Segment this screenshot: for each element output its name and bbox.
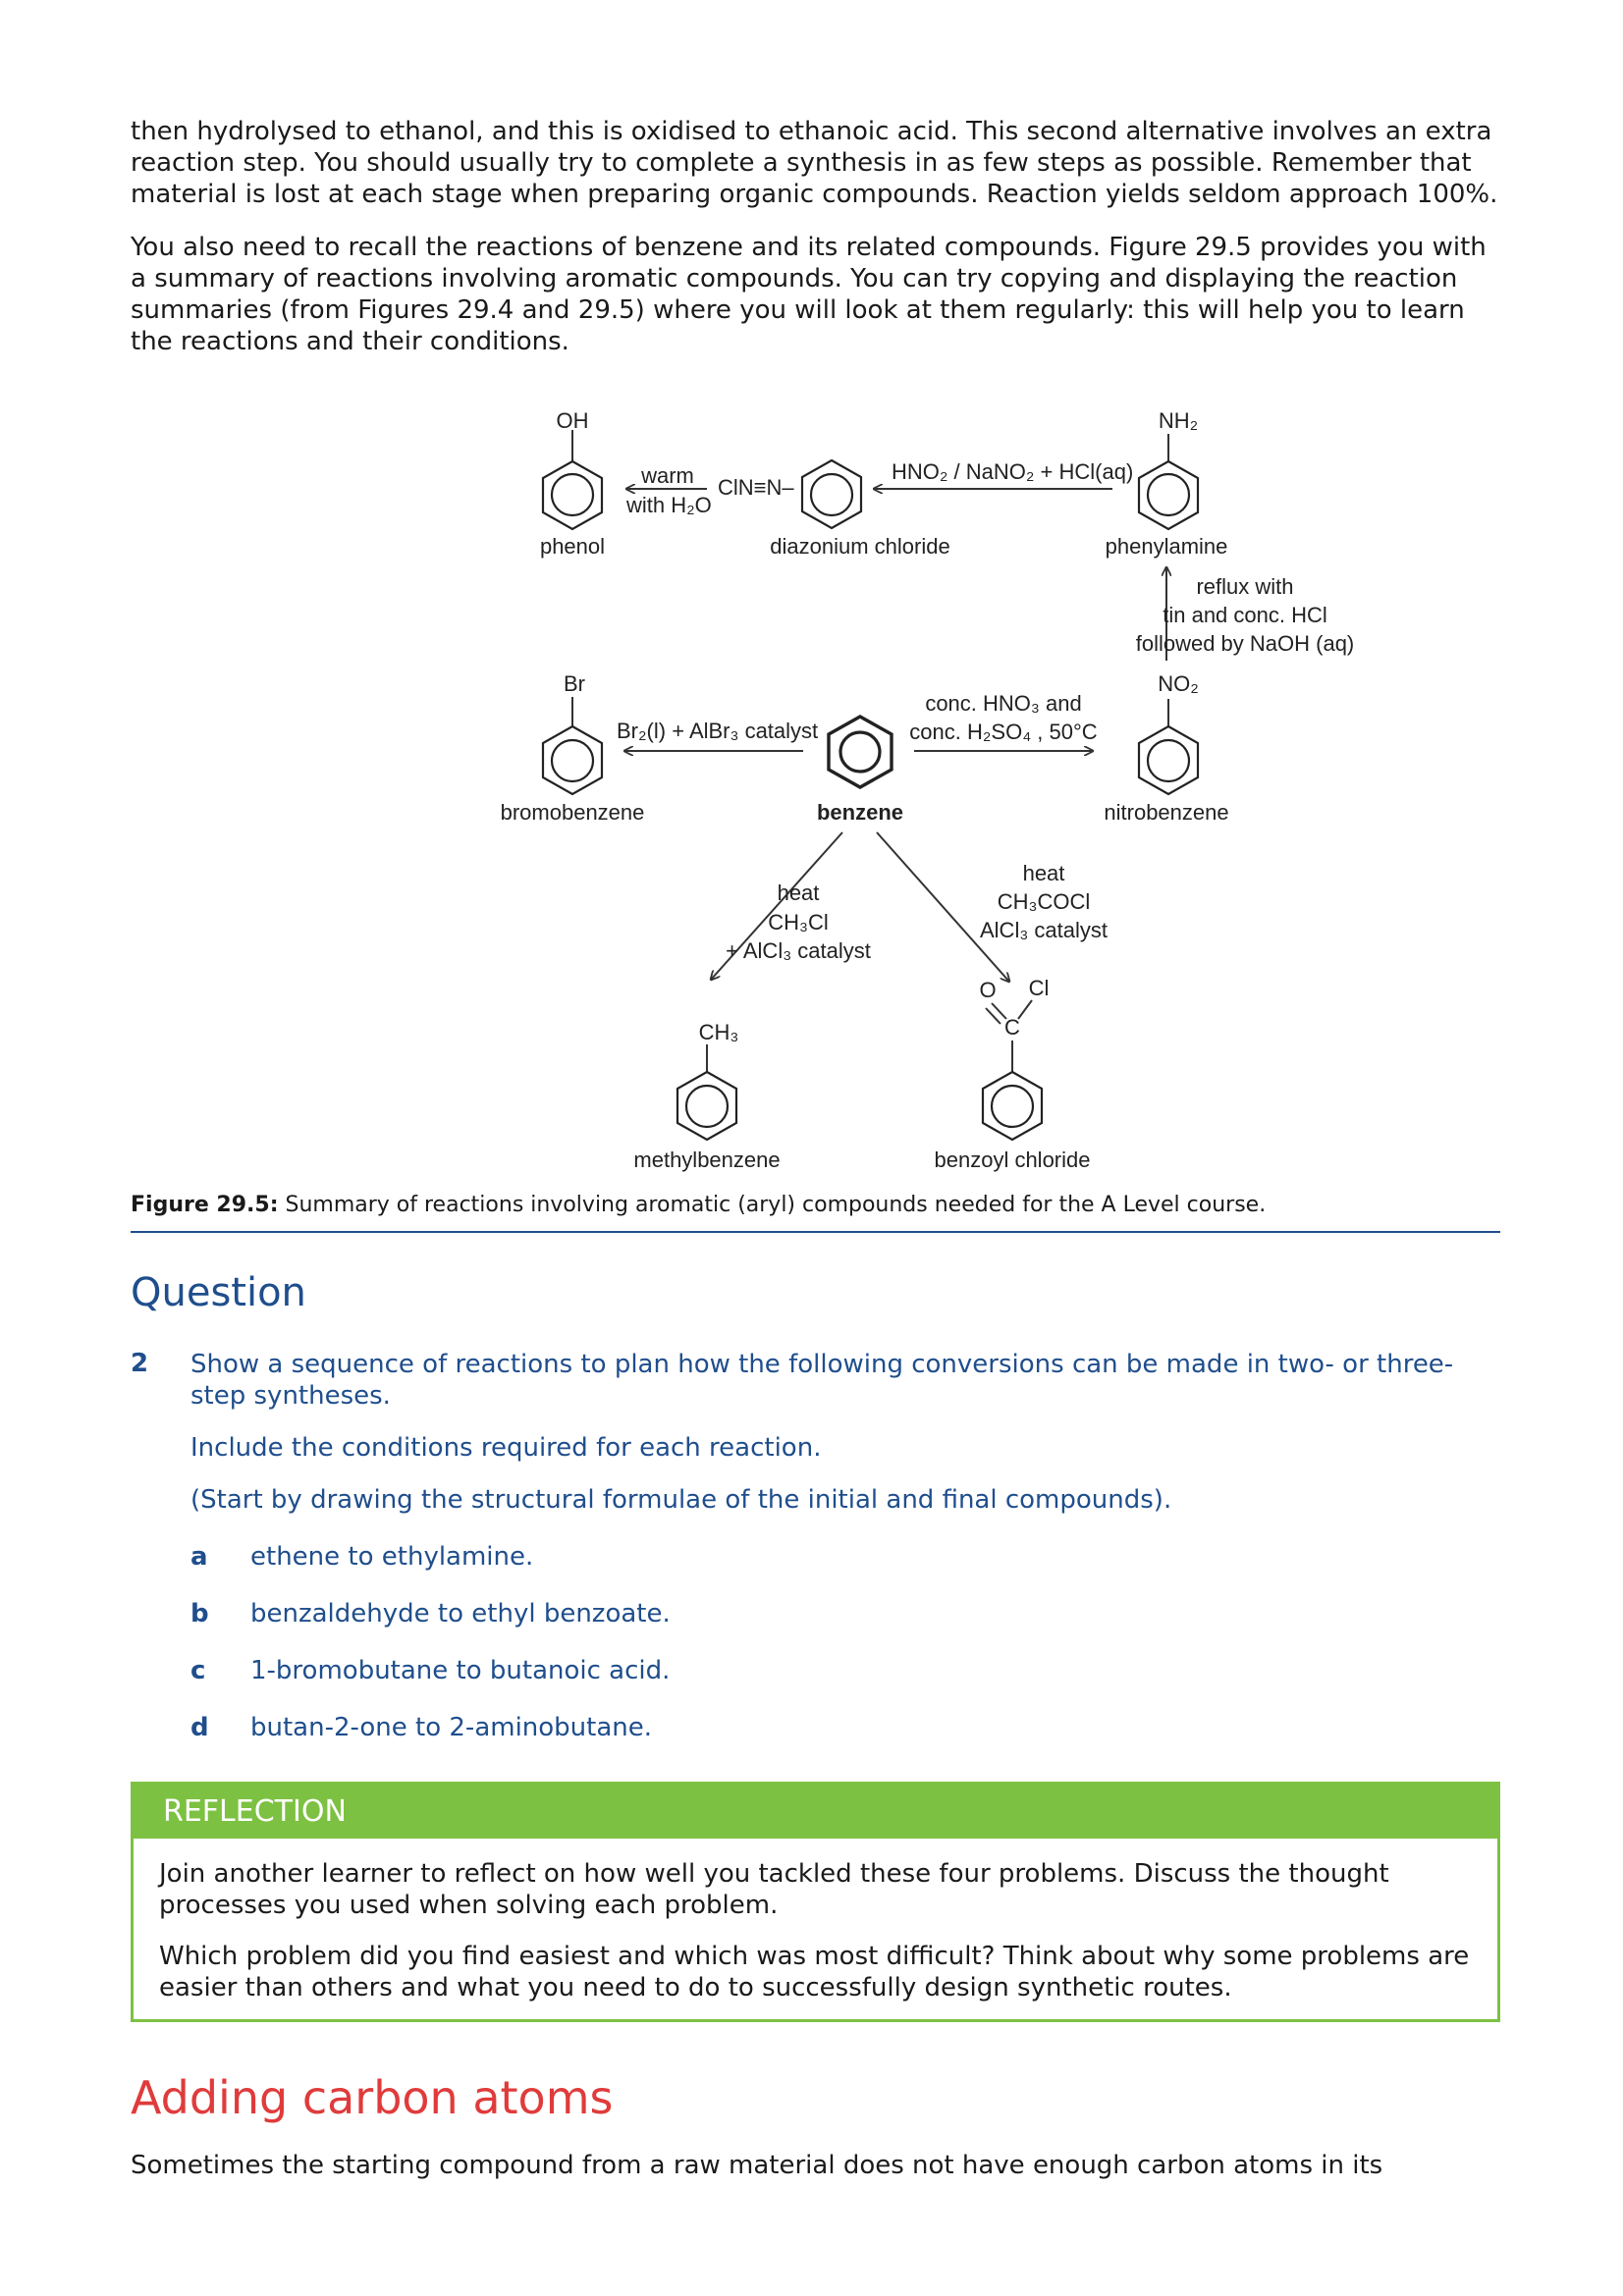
question-text: Show a sequence of reactions to plan how… (190, 1350, 1454, 1411)
nitrobenzene-structure: NO₂ nitrobenzene (1104, 671, 1228, 825)
nitrobenzene-label: nitrobenzene (1104, 800, 1228, 825)
figure-caption-text: Summary of reactions involving aromatic … (278, 1193, 1267, 1217)
reflection-heading: REFLECTION (134, 1785, 1497, 1839)
condition-nitration-2: conc. H₂SO₄ , 50°C (909, 720, 1097, 744)
methylbenzene-structure: CH₃ methylbenzene (633, 1020, 780, 1172)
part-text: ethene to ethylamine. (250, 1542, 534, 1572)
intro-paragraph-2: You also need to recall the reactions of… (131, 233, 1487, 356)
question-start-hint: (Start by drawing the structural formula… (190, 1485, 1172, 1515)
reflection-paragraph-1: Join another learner to reflect on how w… (159, 1859, 1389, 1920)
condition-nitration-1: conc. HNO₃ and (925, 691, 1081, 716)
phenylamine-structure: NH₂ phenylamine (1106, 408, 1228, 559)
question-part-d: d butan-2-one to 2-aminobutane. (190, 1713, 652, 1742)
oh-group-label: OH (557, 408, 589, 433)
question-part-b: b benzaldehyde to ethyl benzoate. (190, 1599, 671, 1629)
question-part-a: a ethene to ethylamine. (190, 1542, 533, 1572)
no2-group-label: NO₂ (1158, 671, 1199, 696)
condition-with-h2o: with H₂O (625, 493, 712, 517)
section-paragraph: Sometimes the starting compound from a r… (131, 2151, 1383, 2180)
caption-divider (131, 1231, 1500, 1233)
benzene-structure: benzene (817, 715, 903, 825)
condition-acylation-1: heat (1023, 861, 1065, 885)
condition-methylation-3: + AlCl₃ catalyst (726, 938, 871, 963)
section-heading: Adding carbon atoms (131, 2071, 614, 2124)
question-number: 2 (131, 1349, 149, 1378)
part-text: 1-bromobutane to butanoic acid. (250, 1656, 671, 1685)
condition-methylation-1: heat (778, 881, 820, 905)
cl-atom-label: Cl (1029, 976, 1050, 1000)
bromobenzene-label: bromobenzene (501, 800, 645, 825)
part-letter: d (190, 1713, 209, 1742)
arrow-benzene-to-benzoyl-chloride (876, 831, 1009, 982)
intro-paragraph-1: then hydrolysed to ethanol, and this is … (131, 117, 1498, 209)
question-conditions: Include the conditions required for each… (190, 1433, 822, 1463)
condition-reflux-3: followed by NaOH (aq) (1136, 631, 1355, 656)
condition-br2: Br₂(l) + AlBr₃ catalyst (617, 719, 818, 743)
c-atom-label: C (1004, 1015, 1020, 1040)
reaction-scheme-figure: OH phenol warm with H₂O ClN≡N– diazonium… (479, 391, 1432, 1176)
condition-reflux-2: tin and conc. HCl (1163, 603, 1327, 627)
question-part-c: c 1-bromobutane to butanoic acid. (190, 1656, 670, 1685)
question-heading: Question (131, 1270, 306, 1315)
reflection-paragraph-2: Which problem did you find easiest and w… (159, 1942, 1470, 2002)
figure-caption-label: Figure 29.5: (131, 1193, 279, 1217)
diazonium-chloride-structure: ClN≡N– diazonium chloride (718, 458, 950, 559)
condition-hno2: HNO₂ / NaNO₂ + HCl(aq) (892, 459, 1133, 484)
nh2-group-label: NH₂ (1159, 408, 1198, 433)
condition-methylation-2: CH₃Cl (768, 910, 829, 934)
reaction-scheme: OH phenol warm with H₂O ClN≡N– diazonium… (501, 408, 1355, 1172)
condition-acylation-2: CH₃COCl (998, 889, 1091, 914)
reflection-body: Join another learner to reflect on how w… (134, 1839, 1497, 2003)
condition-reflux-1: reflux with (1196, 574, 1293, 599)
o-atom-label: O (979, 978, 996, 1002)
phenol-structure: OH phenol (540, 408, 605, 559)
bromobenzene-structure: Br bromobenzene (501, 671, 645, 825)
part-letter: a (190, 1542, 208, 1572)
phenylamine-label: phenylamine (1106, 534, 1228, 559)
part-text: benzaldehyde to ethyl benzoate. (250, 1599, 671, 1629)
condition-warm: warm (640, 463, 694, 488)
phenol-label: phenol (540, 534, 605, 559)
br-group-label: Br (564, 671, 585, 696)
benzoyl-chloride-label: benzoyl chloride (935, 1148, 1091, 1172)
diazo-group-label: ClN≡N– (718, 475, 794, 500)
diazonium-chloride-label: diazonium chloride (770, 534, 949, 559)
ch3-group-label: CH₃ (699, 1020, 739, 1044)
arrow-benzene-to-methylbenzene (711, 831, 843, 980)
benzene-label: benzene (817, 800, 903, 825)
part-letter: b (190, 1599, 209, 1629)
part-letter: c (190, 1656, 206, 1685)
part-text: butan-2-one to 2-aminobutane. (250, 1713, 653, 1742)
benzoyl-chloride-structure: O Cl C benzoyl chloride (935, 976, 1091, 1172)
methylbenzene-label: methylbenzene (633, 1148, 780, 1172)
figure-caption: Figure 29.5: Summary of reactions involv… (131, 1192, 1500, 1219)
reflection-box: REFLECTION Join another learner to refle… (131, 1782, 1500, 2022)
condition-acylation-3: AlCl₃ catalyst (980, 918, 1108, 942)
